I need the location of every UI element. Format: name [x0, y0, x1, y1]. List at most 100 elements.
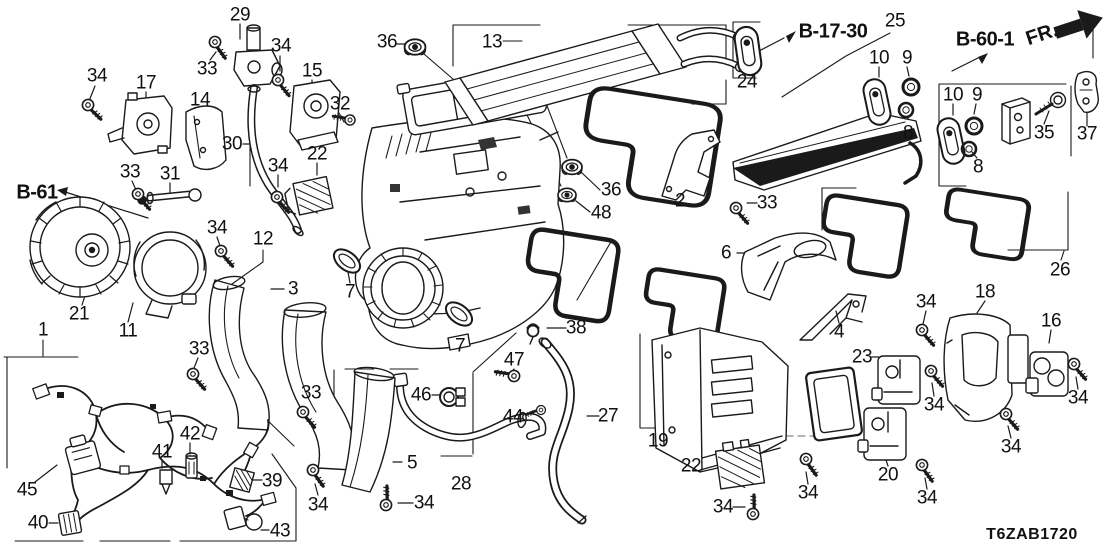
ref-label-b-17-30[interactable]: B-17-30 [798, 20, 868, 43]
motor-23 [871, 355, 921, 405]
fr-arrow-icon [1053, 10, 1103, 39]
part-callout-30: 30 [221, 133, 243, 155]
part-callout-35: 35 [1033, 122, 1055, 144]
bracket-14 [185, 105, 227, 171]
part-callout-11: 11 [118, 320, 138, 342]
part-callout-29: 29 [229, 4, 251, 26]
part-callout-34: 34 [712, 496, 734, 518]
part-callout-42: 42 [179, 423, 201, 445]
part-callout-7: 7 [454, 335, 466, 357]
ref-label-b-60-1[interactable]: B-60-1 [955, 28, 1015, 51]
mounting-strip [732, 112, 923, 191]
part-callout-39: 39 [261, 470, 283, 492]
part-callout-33: 33 [756, 192, 778, 214]
motor-15 [289, 79, 341, 151]
part-callout-31: 31 [159, 163, 181, 185]
part-callout-19: 19 [647, 430, 669, 452]
part-callout-17: 17 [135, 72, 157, 94]
part-callout-33: 33 [300, 382, 322, 404]
part-callout-27: 27 [597, 405, 619, 427]
bracket-2 [661, 129, 721, 201]
part-callout-16: 16 [1040, 310, 1062, 332]
arrowhead-b61 [57, 187, 68, 196]
blower-motor-drawing [29, 196, 131, 298]
part-callout-38: 38 [565, 317, 587, 339]
bracket-37 [1074, 70, 1099, 113]
part-callout-18: 18 [974, 281, 996, 303]
part-callout-10: 10 [942, 84, 964, 106]
defroster-duct-5 [341, 366, 396, 493]
part-callout-3: 3 [287, 278, 299, 300]
part-callout-20: 20 [877, 464, 899, 486]
part-callout-48: 48 [590, 202, 612, 224]
resistor-22-lower [714, 438, 766, 490]
part-callout-34: 34 [916, 487, 938, 509]
part-callout-36: 36 [600, 179, 622, 201]
part-callout-10: 10 [868, 47, 890, 69]
ref-label-b-61[interactable]: B-61 [16, 181, 58, 204]
part-callout-4: 4 [833, 321, 845, 343]
part-callout-8: 8 [972, 156, 984, 178]
part-callout-34: 34 [86, 65, 108, 87]
inlet-duct-3 [208, 275, 270, 431]
bracket-4 [799, 293, 867, 341]
part-callout-7: 7 [344, 281, 356, 303]
clip-39 [229, 467, 255, 493]
part-callout-34: 34 [307, 494, 329, 516]
part-callout-40: 40 [27, 512, 49, 534]
part-callout-22: 22 [680, 455, 702, 477]
water-hose-30 [247, 84, 304, 237]
pipe-joint-31 [137, 188, 202, 205]
part-callout-34: 34 [1000, 436, 1022, 458]
part-callout-32: 32 [329, 93, 351, 115]
part-callout-23: 23 [851, 346, 873, 368]
drain-hose-27 [538, 337, 587, 525]
part-callout-1: 1 [37, 319, 49, 341]
diagram-code: T6ZAB1720 [986, 526, 1078, 543]
part-callout-34: 34 [206, 217, 228, 239]
part-callout-8: 8 [902, 122, 914, 144]
part-callout-36: 36 [376, 31, 398, 53]
part-callout-2: 2 [674, 190, 686, 212]
part-callout-33: 33 [119, 161, 141, 183]
part-callout-41: 41 [151, 441, 173, 463]
part-callout-26: 26 [1049, 259, 1071, 281]
part-callout-34: 34 [413, 492, 435, 514]
filter-seal-frame [805, 366, 863, 442]
part-callout-22: 22 [306, 143, 328, 165]
part-callout-14: 14 [189, 89, 211, 111]
part-callout-34: 34 [1067, 387, 1089, 409]
fr-direction-label: FR. [1023, 19, 1061, 50]
water-hose-28 [392, 372, 547, 442]
part-callout-21: 21 [68, 303, 90, 325]
part-callout-34: 34 [797, 482, 819, 504]
hose-clamp-38 [526, 323, 540, 345]
part-callout-28: 28 [450, 473, 472, 495]
part-callout-25: 25 [884, 10, 906, 32]
part-callout-34: 34 [267, 155, 289, 177]
part-callout-5: 5 [406, 452, 418, 474]
part-callout-24: 24 [736, 71, 758, 93]
mode-motor-17 [107, 92, 173, 155]
part-callout-45: 45 [16, 479, 38, 501]
part-callout-33: 33 [188, 338, 210, 360]
clip-42 [185, 452, 198, 479]
part-callout-34: 34 [915, 291, 937, 313]
part-callout-13: 13 [481, 31, 503, 53]
part-callout-44: 44 [502, 406, 524, 428]
part-callout-34: 34 [923, 394, 945, 416]
part-callout-47: 47 [503, 349, 525, 371]
blower-seal-ring [133, 231, 207, 319]
duct-6 [740, 232, 837, 301]
part-callout-6: 6 [720, 242, 732, 264]
connector-43 [223, 505, 263, 531]
hose-clamp-46 [439, 387, 466, 407]
part-callout-34: 34 [270, 35, 292, 57]
part-callout-12: 12 [252, 228, 274, 250]
motor-20 [857, 407, 907, 461]
part-callout-43: 43 [269, 520, 291, 542]
resistor-22-upper [284, 175, 334, 216]
